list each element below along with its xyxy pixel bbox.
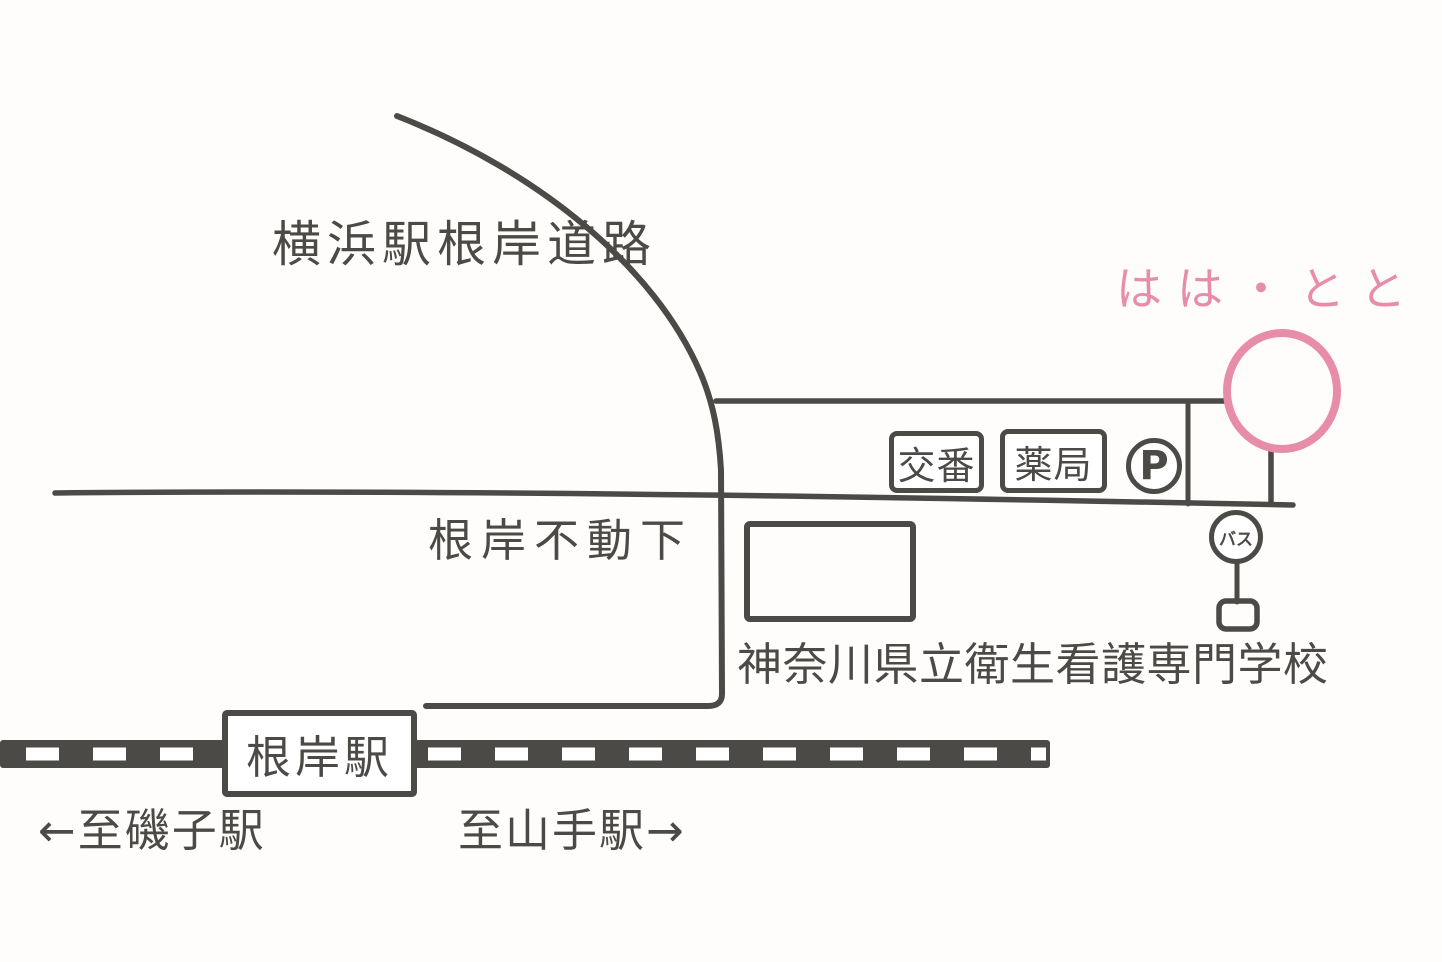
pharmacy-sign: 薬局 — [1000, 429, 1107, 493]
school-label: 神奈川県立衛生看護専門学校 — [737, 638, 1329, 691]
main-road — [52, 489, 1296, 508]
bus-stop-base — [1216, 598, 1260, 632]
parking-icon: P — [1126, 438, 1182, 494]
direction-left-label: ←至磯子駅 — [38, 804, 266, 857]
direction-right-label: 至山手駅→ — [458, 804, 686, 857]
bus-stop-icon: バス — [1209, 510, 1263, 564]
police-box-sign: 交番 — [889, 431, 984, 493]
station-sign: 根岸駅 — [222, 710, 417, 797]
bus-stop-label: バス — [1219, 529, 1253, 550]
station-label: 根岸駅 — [245, 731, 393, 784]
destination-label: はは・とと — [1116, 262, 1421, 316]
destination-circle — [1223, 329, 1341, 453]
school-building — [744, 521, 916, 622]
curved-road — [394, 113, 725, 709]
pharmacy-label: 薬局 — [1014, 442, 1093, 487]
main-road-label: 横浜駅根岸道路 — [272, 216, 658, 273]
police-box-label: 交番 — [897, 443, 976, 488]
railway-track — [0, 740, 1050, 768]
slope-label: 根岸不動下 — [428, 514, 694, 567]
parking-label: P — [1139, 443, 1169, 489]
